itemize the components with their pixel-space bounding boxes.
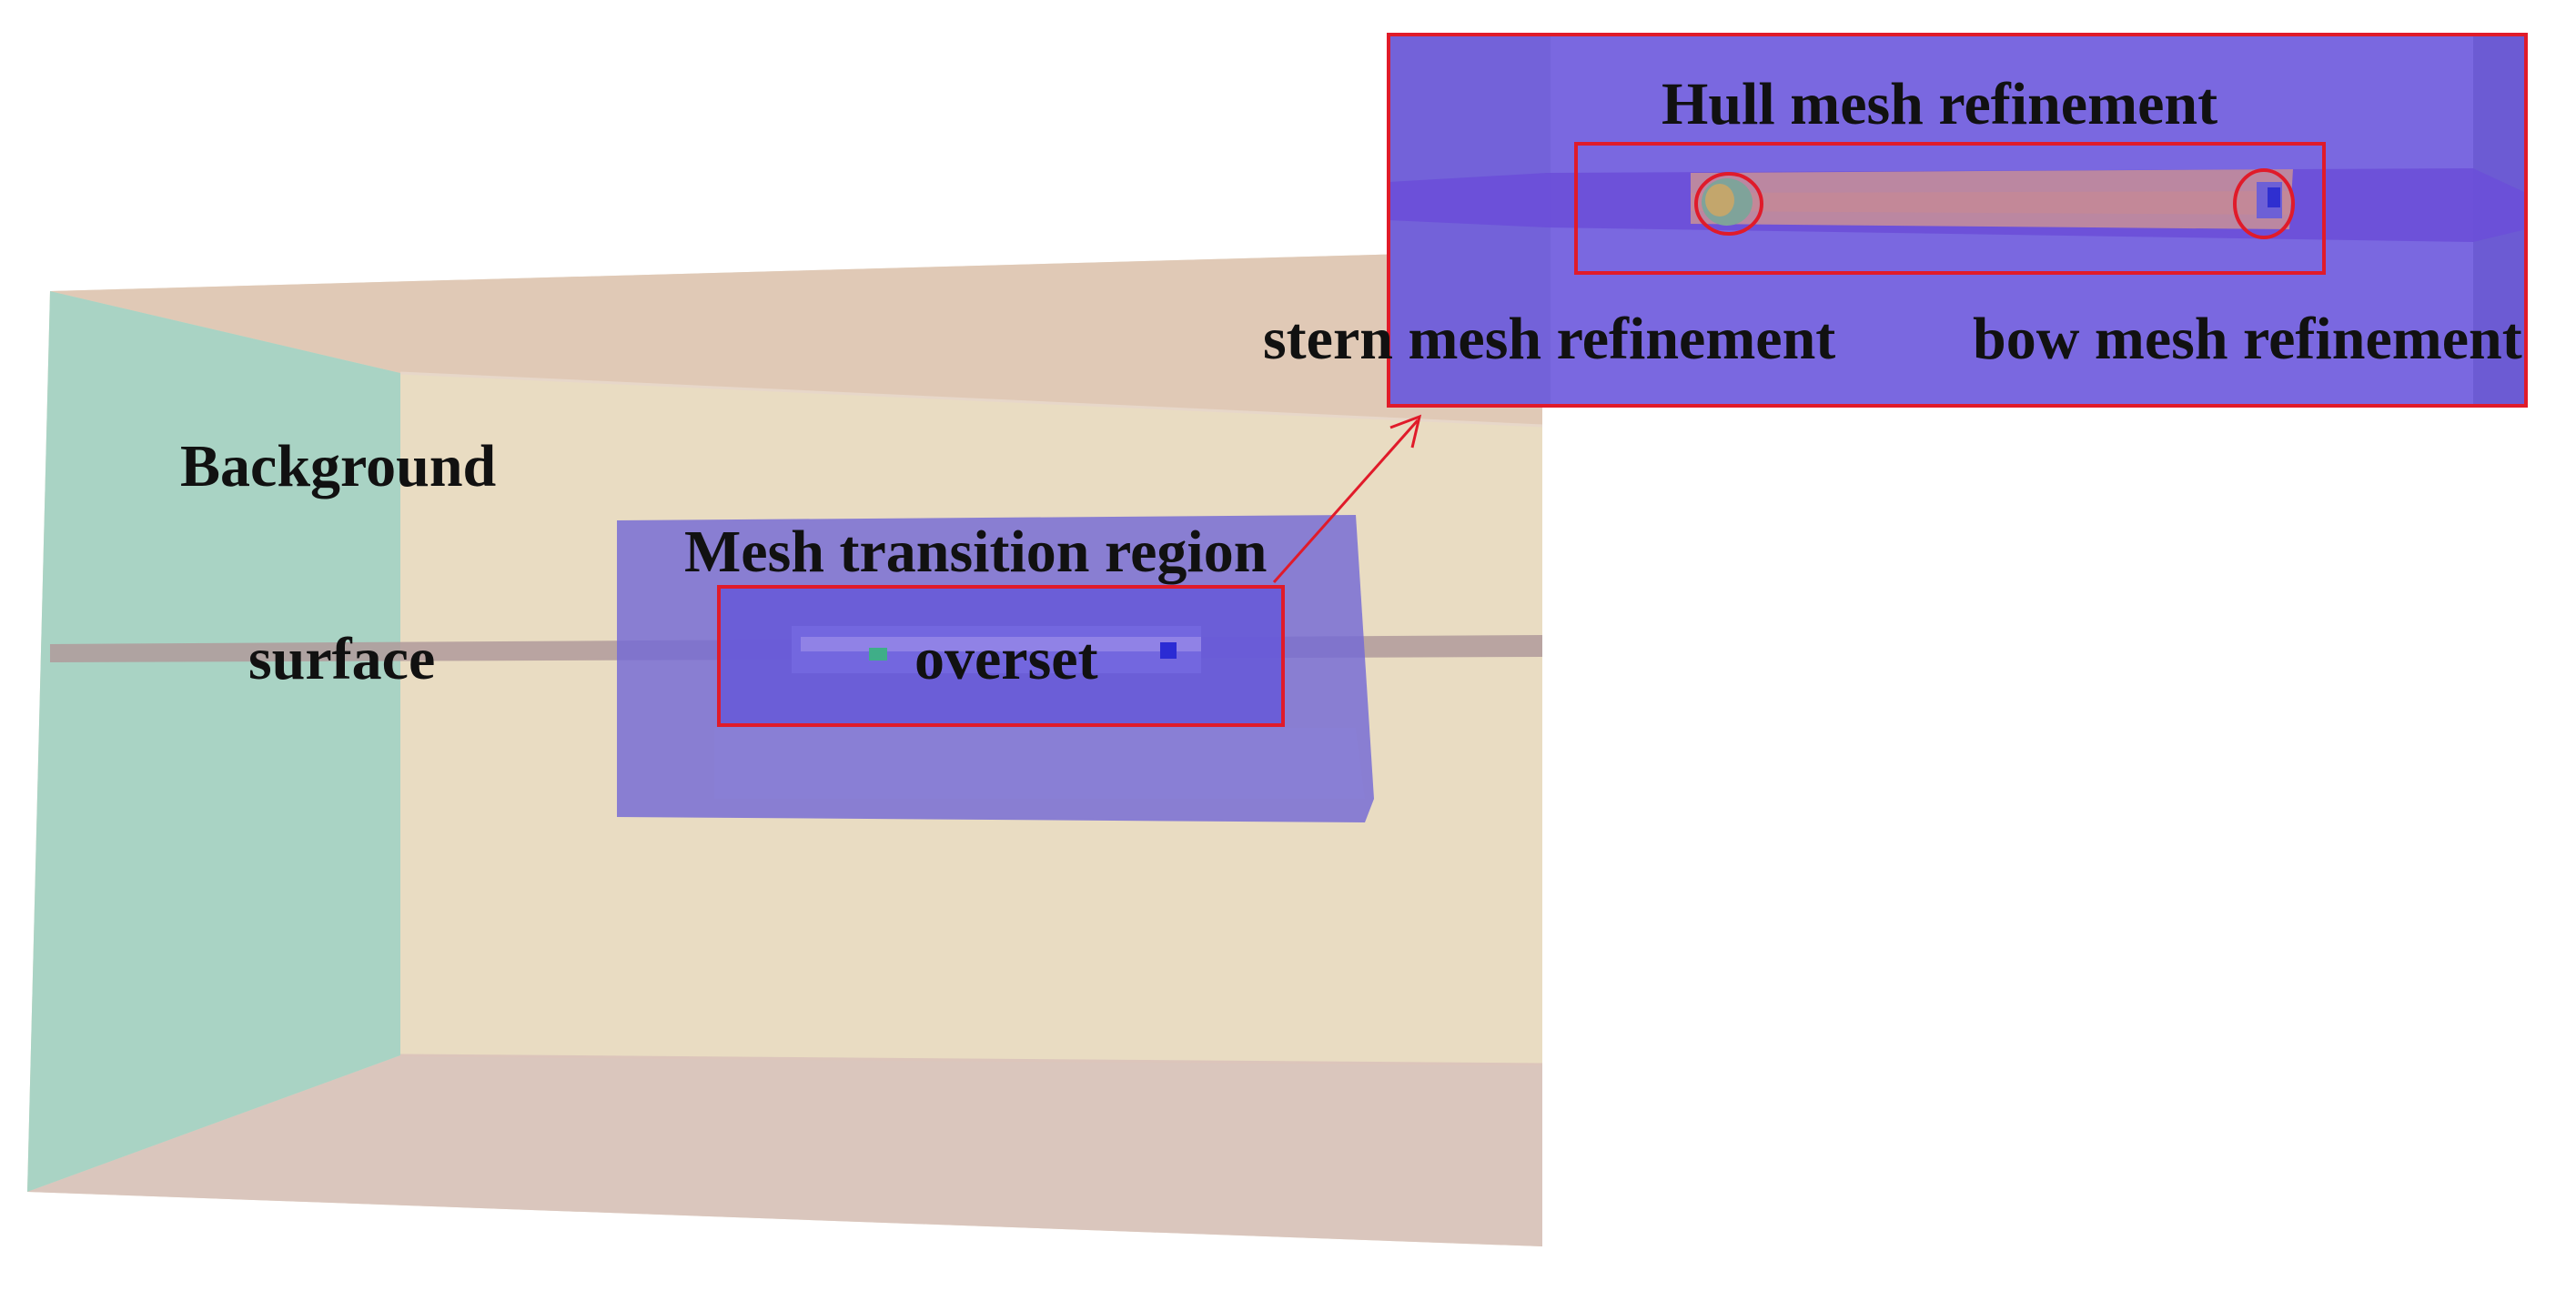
overset-label: overset [914, 626, 1098, 692]
hull-mesh-refinement-label: Hull mesh refinement [1662, 71, 2218, 137]
mesh-transition-region-label: Mesh transition region [684, 519, 1268, 585]
domain-bottom-face [27, 1055, 1542, 1246]
background-label: Background [180, 433, 497, 499]
callout-arrow [1272, 414, 1422, 583]
surface-label: surface [248, 626, 436, 692]
overset-region [717, 587, 1281, 723]
hull-highlight-box [1574, 142, 2326, 275]
stern-highlight-circle [1694, 172, 1763, 236]
bow-highlight-circle [2233, 168, 2295, 239]
overset-highlight-box [717, 585, 1285, 727]
inset-panel [1389, 35, 2526, 406]
domain-top-face [50, 250, 1542, 426]
bow-mesh-refinement-label: bow mesh refinement [1973, 306, 2522, 372]
domain-inlet-face [27, 291, 400, 1192]
stern-mesh-refinement-label: stern mesh refinement [1263, 306, 1836, 372]
inset-border [1387, 33, 2528, 408]
